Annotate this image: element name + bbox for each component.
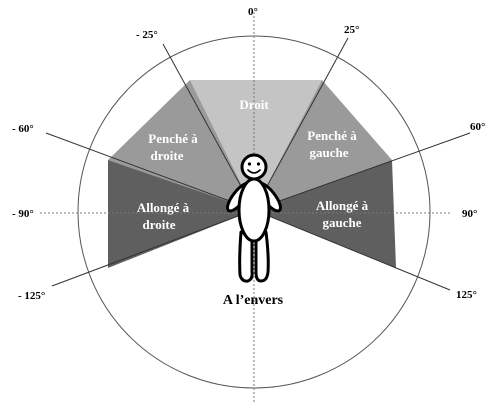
angle-label-0: 0° (248, 6, 258, 18)
left-eye (248, 162, 251, 165)
angle-label-minus-125: - 125° (18, 290, 45, 302)
zone-label-penche-gauche-line1: Penché à (307, 128, 357, 143)
head (242, 155, 266, 179)
angle-label-60: 60° (470, 121, 485, 133)
angle-label-25: 25° (344, 24, 359, 36)
zone-label-allonge-gauche-line1: Allongé à (316, 198, 369, 213)
angle-label-125: 125° (456, 289, 477, 301)
angle-label-minus-60: - 60° (12, 123, 34, 135)
angle-label-minus-90: - 90° (12, 208, 34, 220)
zone-label-allonge-gauche-line2: gauche (323, 215, 362, 230)
angle-label-minus-25: - 25° (136, 29, 158, 41)
zone-label-penche-droite-line2: droite (151, 148, 184, 163)
right-eye (257, 162, 260, 165)
zone-label-penche-gauche-line2: gauche (310, 145, 349, 160)
angle-label-90: 90° (462, 208, 477, 220)
zone-label-a-lenvers: A l’envers (223, 293, 284, 308)
zone-label-allonge-droite-line1: Allongé à (137, 200, 190, 215)
zone-label-droit: Droit (239, 97, 269, 112)
torso (239, 179, 269, 241)
zone-label-allonge-droite-line2: droite (143, 217, 176, 232)
zone-label-penche-droite-line1: Penché à (148, 131, 198, 146)
